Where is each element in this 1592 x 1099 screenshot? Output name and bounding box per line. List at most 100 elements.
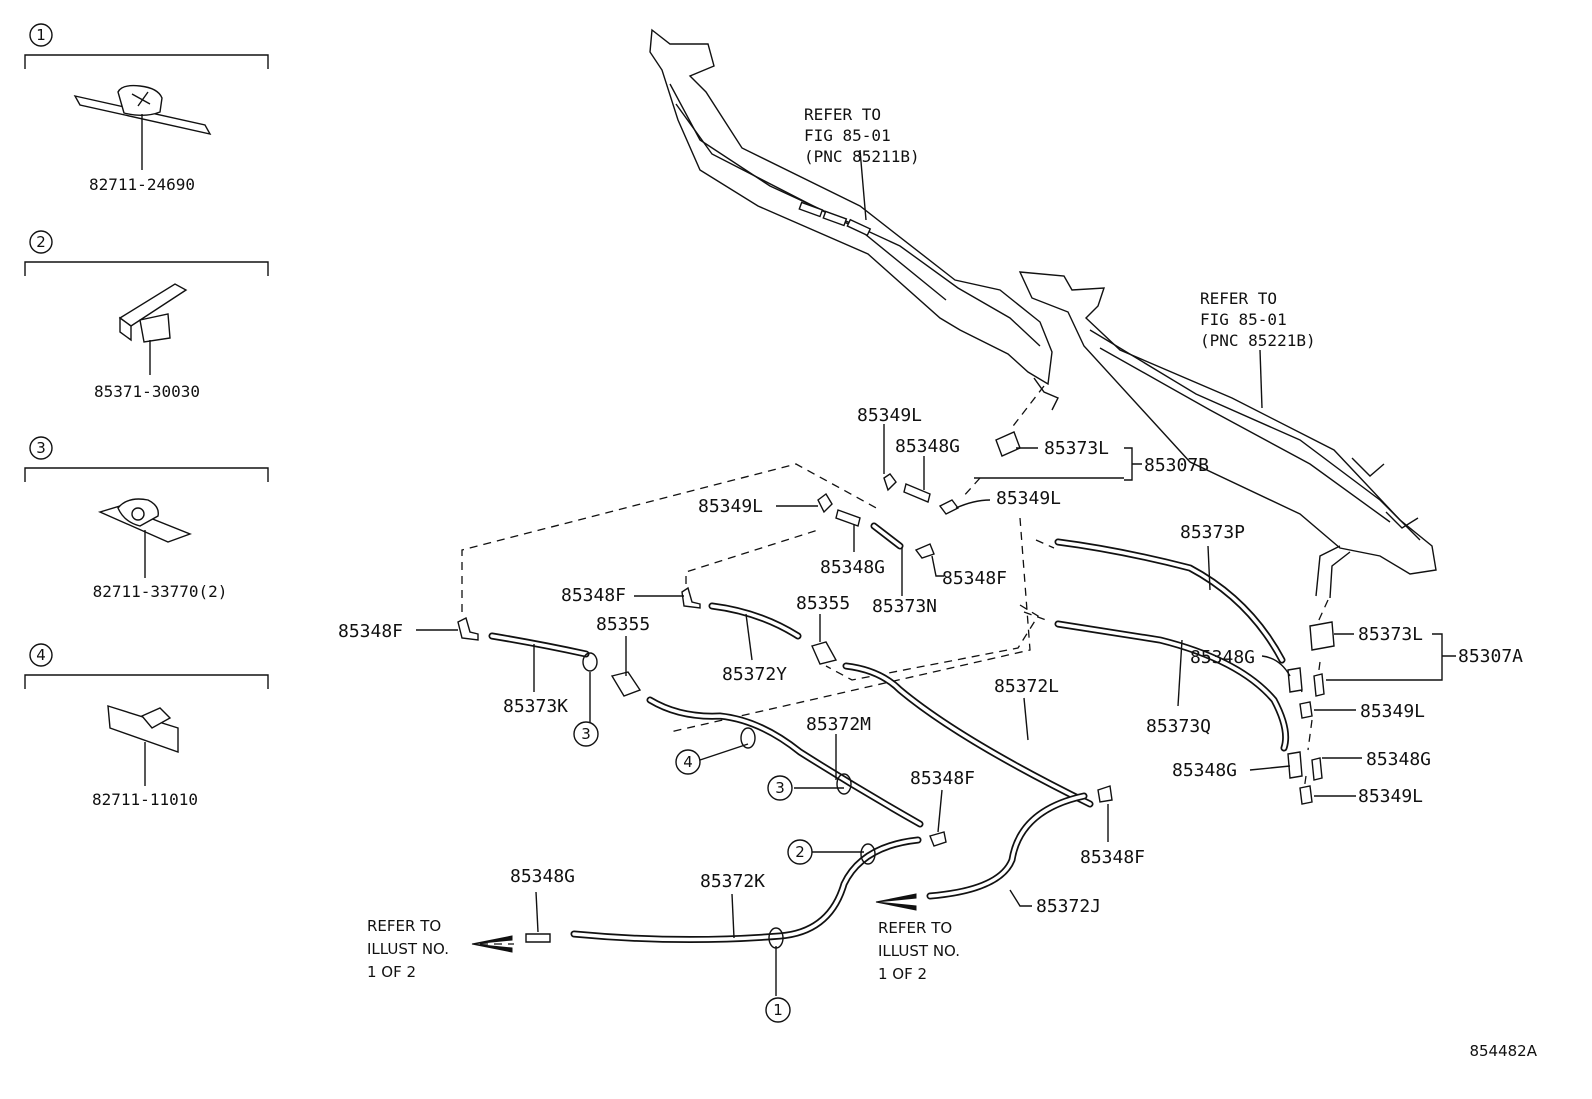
refer-line: REFER TO	[367, 917, 441, 935]
elbow-85349L-mid	[817, 492, 833, 514]
inset-4: 4 82711-11010	[24, 643, 269, 809]
part-label-85307A: 85307A	[1458, 646, 1523, 667]
part-label-85373L: 85373L	[1358, 624, 1423, 645]
refer-line: FIG 85-01	[804, 126, 891, 145]
diagram-id: 854482A	[1469, 1042, 1537, 1060]
elbow-85349L-r1	[1299, 701, 1313, 719]
right-wiper-arm	[1018, 271, 1437, 599]
nozzle-85373L-right	[1309, 621, 1335, 651]
refer-line: (PNC 85211B)	[804, 147, 920, 166]
part-label-85348G: 85348G	[820, 557, 885, 578]
part-label-85349L: 85349L	[1360, 701, 1425, 722]
part-label-85348G: 85348G	[1190, 647, 1255, 668]
elbow-fitting-85348F-mid	[681, 586, 701, 609]
part-label-85349L: 85349L	[1358, 786, 1423, 807]
part-label-85348G: 85348G	[1366, 749, 1431, 770]
inset-3-part-number: 82711-33770(2)	[93, 582, 228, 601]
part-label-85348G: 85348G	[895, 436, 960, 457]
part-label-85372J: 85372J	[1036, 896, 1101, 917]
valve-85355-right	[811, 641, 838, 665]
part-label-85349L: 85349L	[698, 496, 763, 517]
elbow-fitting-85348F-left	[457, 616, 479, 641]
inset-1-part-number: 82711-24690	[89, 175, 195, 194]
inset-2: 2 85371-30030	[24, 230, 269, 401]
joint-85349L-r3	[1313, 673, 1325, 697]
part-label-85373Q: 85373Q	[1146, 716, 1211, 737]
inset-4-part-number: 82711-11010	[92, 790, 198, 809]
callout-3a: 3	[573, 721, 599, 747]
part-label-85372Y: 85372Y	[722, 664, 787, 685]
hoses	[488, 522, 1290, 944]
inset-4-number: 4	[36, 646, 46, 664]
part-label-85348F: 85348F	[910, 768, 975, 789]
refer-line: ILLUST NO.	[878, 942, 960, 960]
refer-line: (PNC 85221B)	[1200, 331, 1316, 350]
refer-line: 1 OF 2	[878, 965, 927, 983]
inset-2-part-number: 85371-30030	[94, 382, 200, 401]
part-label-85373L: 85373L	[1044, 438, 1109, 459]
refer-block-bottom-mid: REFER TO ILLUST NO. 1 OF 2	[878, 919, 960, 983]
elbow-85349L-right	[938, 499, 960, 515]
part-label-85372K: 85372K	[700, 871, 765, 892]
part-label-85373P: 85373P	[1180, 522, 1245, 543]
part-label-85349L: 85349L	[857, 405, 922, 426]
refer-arrows	[471, 893, 917, 953]
part-label-85372M: 85372M	[806, 714, 871, 735]
hose-clamps	[582, 652, 876, 949]
callout-1: 1	[765, 997, 791, 1023]
refer-line: FIG 85-01	[1200, 310, 1287, 329]
part-label-85348F: 85348F	[942, 568, 1007, 589]
callout-3b: 3	[767, 775, 793, 801]
part-label-85348F: 85348F	[561, 585, 626, 606]
part-label-85348F: 85348F	[1080, 847, 1145, 868]
refer-block-right-arm: REFER TO FIG 85-01 (PNC 85221B)	[1200, 289, 1316, 350]
callout-number: 4	[683, 753, 693, 771]
joint-85348G-r1	[1287, 667, 1303, 693]
inset-3: 3 82711-33770(2)	[24, 436, 269, 601]
inset-1-number: 1	[36, 26, 46, 44]
bracket-clip-icon	[107, 705, 179, 753]
elbow-85349L-top	[883, 473, 897, 492]
joint-85348G-bottom	[525, 933, 551, 943]
inset-1: 1 82711-24690	[24, 23, 269, 194]
clamp-clip-icon	[97, 498, 192, 543]
callout-number: 1	[773, 1001, 783, 1019]
retainer-icon	[118, 283, 188, 343]
joint-85348G-top	[903, 483, 931, 503]
joint-85348G-mid	[835, 509, 861, 527]
refer-block-bottom-left: REFER TO ILLUST NO. 1 OF 2	[367, 917, 449, 981]
refer-line: REFER TO	[804, 105, 881, 124]
part-label-85355: 85355	[596, 614, 650, 635]
part-labels: 85349L 85348G 85373L 85307B 85349L 85349…	[338, 405, 1523, 917]
refer-line: REFER TO	[878, 919, 952, 937]
elbow-85348F-n	[914, 543, 935, 559]
fittings	[457, 431, 1335, 943]
callout-4: 4	[675, 749, 701, 775]
valve-85355-left	[610, 671, 642, 697]
refer-line: REFER TO	[1200, 289, 1277, 308]
callout-number: 3	[581, 725, 591, 743]
joint-85348G-r2	[1287, 751, 1303, 779]
part-label-85307B: 85307B	[1144, 455, 1209, 476]
elbow-85348F-m	[929, 831, 947, 847]
part-label-85348G: 85348G	[1172, 760, 1237, 781]
part-label-85349L: 85349L	[996, 488, 1061, 509]
elbow-85348F-r	[1097, 785, 1113, 803]
joint-85348G-r3	[1311, 757, 1323, 781]
part-label-85348F: 85348F	[338, 621, 403, 642]
leader-lines	[416, 149, 1456, 996]
elbow-85349L-r2	[1299, 785, 1313, 805]
part-label-85373K: 85373K	[503, 696, 568, 717]
callout-number: 3	[775, 779, 785, 797]
callout-2: 2	[787, 839, 813, 865]
callout-number: 2	[795, 843, 805, 861]
nozzle-85373L-left	[995, 431, 1021, 457]
left-wiper-arm	[649, 28, 1059, 411]
inset-3-number: 3	[36, 439, 46, 457]
part-label-85372L: 85372L	[994, 676, 1059, 697]
refer-line: ILLUST NO.	[367, 940, 449, 958]
refer-line: 1 OF 2	[367, 963, 416, 981]
refer-block-left-arm: REFER TO FIG 85-01 (PNC 85211B)	[804, 105, 920, 166]
inset-2-number: 2	[36, 233, 46, 251]
